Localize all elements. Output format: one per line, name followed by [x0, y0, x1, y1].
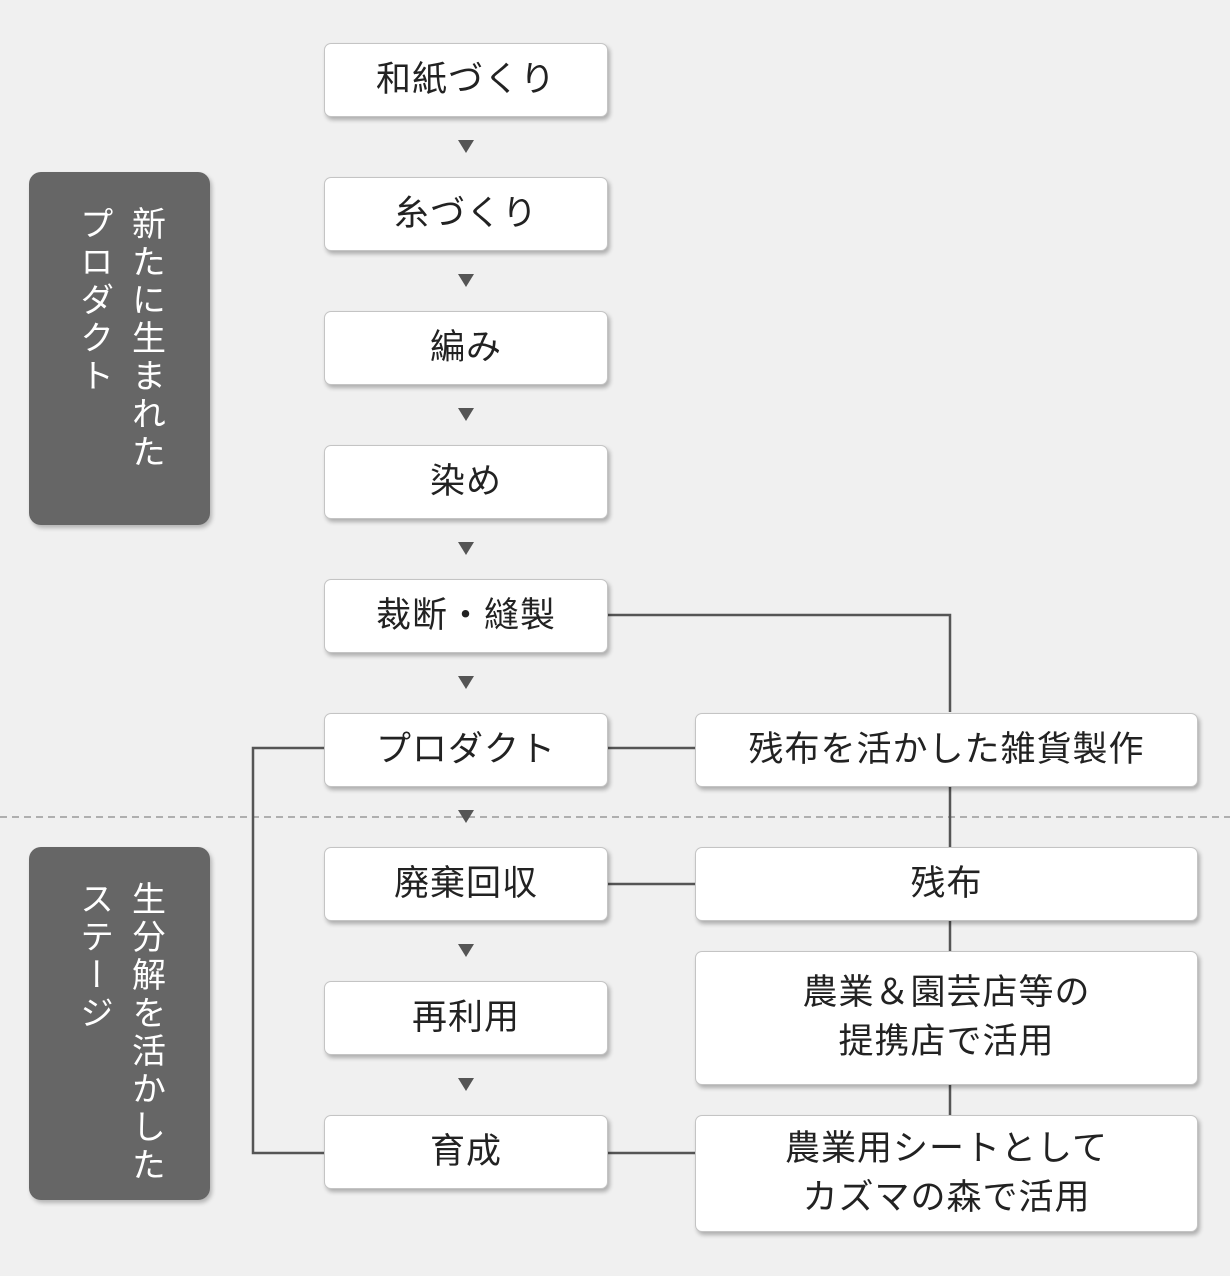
process-label: 廃棄回収: [393, 863, 538, 904]
process-label: 育成: [429, 1131, 502, 1172]
connector-cut-sew-to-goods: [608, 613, 952, 712]
side-partner-stores: 農業＆園芸店等の 提携店で活用: [695, 951, 1198, 1085]
process-label: プロダクト: [375, 729, 556, 770]
arrow-down-icon: [458, 274, 474, 287]
stage-label-line-2: プロダクト: [73, 206, 114, 396]
connector-product-loop: [251, 746, 325, 1155]
stage-label-line-1: 新たに生まれた: [125, 206, 166, 472]
process-label: 染め: [429, 461, 502, 502]
process-thread: 糸づくり: [324, 177, 608, 251]
process-label: 再利用: [411, 997, 520, 1038]
process-cut-sew: 裁断・縫製: [324, 579, 608, 653]
process-label: 裁断・縫製: [375, 595, 556, 636]
side-label-line-1: 農業＆園芸店等の: [802, 973, 1091, 1013]
side-scrap-fabric: 残布: [695, 847, 1198, 921]
process-label: 編み: [429, 327, 502, 368]
arrow-down-icon: [458, 408, 474, 421]
process-dye: 染め: [324, 445, 608, 519]
stage-panel-new-product: 新たに生まれた プロダクト: [29, 172, 210, 525]
side-goods-production: 残布を活かした雑貨製作: [695, 713, 1198, 787]
stage-panel-biodegradable: 生分解を活かした ステージ: [29, 847, 210, 1200]
arrow-down-icon: [458, 542, 474, 555]
process-grow: 育成: [324, 1115, 608, 1189]
side-label-line-2: カズマの森で活用: [802, 1177, 1091, 1218]
process-collect: 廃棄回収: [324, 847, 608, 921]
side-forest-sheet: 農業用シートとして カズマの森で活用: [695, 1115, 1198, 1232]
process-knit: 編み: [324, 311, 608, 385]
side-label-line-1: 農業用シートとして: [785, 1128, 1108, 1169]
arrow-down-icon: [458, 140, 474, 153]
side-label-line-2: 提携店で活用: [838, 1022, 1055, 1062]
arrow-down-icon: [458, 944, 474, 957]
process-reuse: 再利用: [324, 981, 608, 1055]
stage-label-line-2: ステージ: [73, 881, 114, 1033]
arrow-down-icon: [458, 810, 474, 823]
stage-label-line-1: 生分解を活かした: [125, 881, 166, 1185]
side-label: 残布を活かした雑貨製作: [748, 729, 1145, 770]
side-label: 残布: [910, 863, 983, 904]
arrow-down-icon: [458, 1078, 474, 1091]
arrow-down-icon: [458, 676, 474, 689]
process-product: プロダクト: [324, 713, 608, 787]
process-label: 和紙づくり: [375, 59, 556, 100]
process-label: 糸づくり: [393, 193, 538, 234]
process-washi: 和紙づくり: [324, 43, 608, 117]
